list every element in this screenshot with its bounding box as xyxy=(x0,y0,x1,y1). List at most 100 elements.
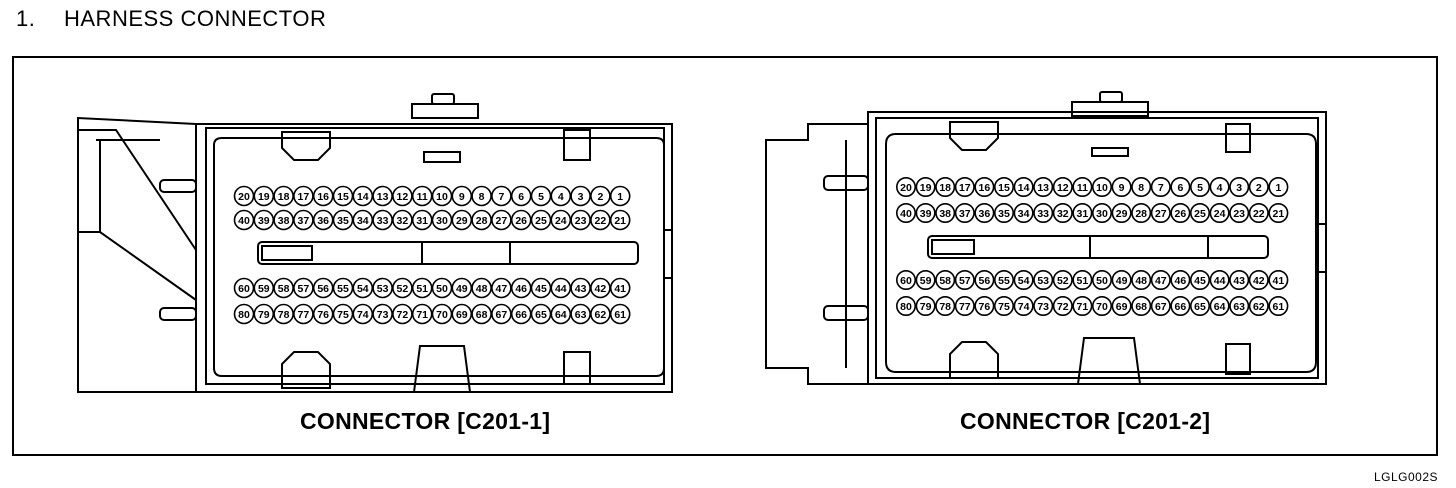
pin-number: 62 xyxy=(1253,301,1265,313)
pin-circle xyxy=(253,185,275,207)
pin-number: 78 xyxy=(278,309,290,321)
pin-circle xyxy=(491,277,512,299)
pin-circle xyxy=(1209,295,1230,316)
pin-circle xyxy=(1131,177,1152,198)
pin-circle xyxy=(1072,203,1093,224)
pin-number: 64 xyxy=(555,309,567,321)
pin-number: 12 xyxy=(1057,182,1069,194)
pin-circle xyxy=(1033,203,1054,224)
pin-number: 38 xyxy=(278,215,290,227)
pin-circle xyxy=(1072,295,1093,316)
pin-number: 4 xyxy=(1217,182,1223,194)
pin-circle xyxy=(451,303,473,325)
pin-circle xyxy=(1111,177,1132,198)
pin-number: 15 xyxy=(337,191,349,203)
pin-number: 20 xyxy=(900,182,912,194)
pin-number: 68 xyxy=(1135,301,1147,313)
pin-number: 13 xyxy=(1037,182,1049,194)
pin-number: 58 xyxy=(278,283,290,295)
pin-number: 63 xyxy=(575,309,587,321)
pin-number: 18 xyxy=(939,182,951,194)
pin-number: 41 xyxy=(1273,275,1285,287)
pin-circle xyxy=(609,209,631,231)
pin-number: 42 xyxy=(595,283,607,295)
pin-circle xyxy=(1111,269,1132,290)
pin-number: 34 xyxy=(357,215,369,227)
pin-number: 60 xyxy=(238,283,250,295)
pin-number: 75 xyxy=(337,309,349,321)
pin-number: 46 xyxy=(515,283,527,295)
pin-number: 48 xyxy=(476,283,488,295)
connector-c201-2-body xyxy=(765,91,1327,385)
pin-number: 43 xyxy=(575,283,587,295)
pin-number: 4 xyxy=(558,191,564,203)
pin-circle xyxy=(935,177,956,198)
pin-circle xyxy=(392,209,413,231)
pin-circle xyxy=(895,203,916,224)
pin-number: 9 xyxy=(1119,182,1125,194)
pin-circle xyxy=(1190,269,1211,290)
pin-number: 45 xyxy=(535,283,547,295)
pin-circle xyxy=(491,209,512,231)
pin-circle xyxy=(993,177,1014,198)
pin-circle xyxy=(1033,269,1054,290)
pin-number: 36 xyxy=(979,208,991,220)
pin-circle xyxy=(1190,203,1211,224)
pin-number: 54 xyxy=(1018,275,1030,287)
pin-number: 39 xyxy=(920,208,932,220)
pin-number: 33 xyxy=(377,215,389,227)
pin-number: 29 xyxy=(456,215,468,227)
pin-number: 71 xyxy=(1077,301,1089,313)
pin-circle xyxy=(1229,203,1250,224)
pin-number: 77 xyxy=(298,309,310,321)
pin-number: 8 xyxy=(479,191,485,203)
pin-circle xyxy=(1150,177,1171,198)
pin-number: 61 xyxy=(614,309,626,321)
pin-circle xyxy=(451,185,473,207)
pin-number: 67 xyxy=(1155,301,1167,313)
pin-circle xyxy=(1033,177,1054,198)
pin-number: 70 xyxy=(1096,301,1108,313)
pin-circle xyxy=(1131,269,1152,290)
pin-circle xyxy=(491,303,512,325)
pin-circle xyxy=(293,277,314,299)
pin-circle xyxy=(392,303,413,325)
pin-circle xyxy=(570,277,591,299)
pin-number: 40 xyxy=(900,208,912,220)
pin-circle xyxy=(253,303,275,325)
pin-number: 70 xyxy=(436,309,448,321)
pin-number: 48 xyxy=(1135,275,1147,287)
pin-number: 77 xyxy=(959,301,971,313)
pin-number: 43 xyxy=(1233,275,1245,287)
pin-circle xyxy=(935,203,956,224)
pin-number: 66 xyxy=(1175,301,1187,313)
pin-circle xyxy=(1248,295,1269,316)
pin-number: 30 xyxy=(436,215,448,227)
pin-number: 13 xyxy=(377,191,389,203)
pin-number: 5 xyxy=(1197,182,1203,194)
pin-number: 49 xyxy=(1116,275,1128,287)
pin-circle xyxy=(253,277,275,299)
pin-number: 78 xyxy=(939,301,951,313)
pin-circle xyxy=(1209,203,1230,224)
pin-number: 26 xyxy=(1175,208,1187,220)
pin-number: 57 xyxy=(959,275,971,287)
pin-number: 35 xyxy=(337,215,349,227)
pin-circle xyxy=(915,269,936,290)
pin-circle xyxy=(1092,295,1113,316)
pin-circle xyxy=(609,277,631,299)
pin-circle xyxy=(1013,295,1034,316)
pin-number: 75 xyxy=(998,301,1010,313)
pin-number: 2 xyxy=(597,191,603,203)
pin-number: 61 xyxy=(1273,301,1285,313)
pin-number: 24 xyxy=(1214,208,1226,220)
pin-number: 8 xyxy=(1138,182,1144,194)
pin-number: 66 xyxy=(515,309,527,321)
pin-circle xyxy=(895,295,916,316)
pin-number: 50 xyxy=(1096,275,1108,287)
pin-circle xyxy=(1052,177,1073,198)
pin-number: 10 xyxy=(1096,182,1108,194)
pin-number: 34 xyxy=(1018,208,1030,220)
pin-number: 20 xyxy=(238,191,250,203)
